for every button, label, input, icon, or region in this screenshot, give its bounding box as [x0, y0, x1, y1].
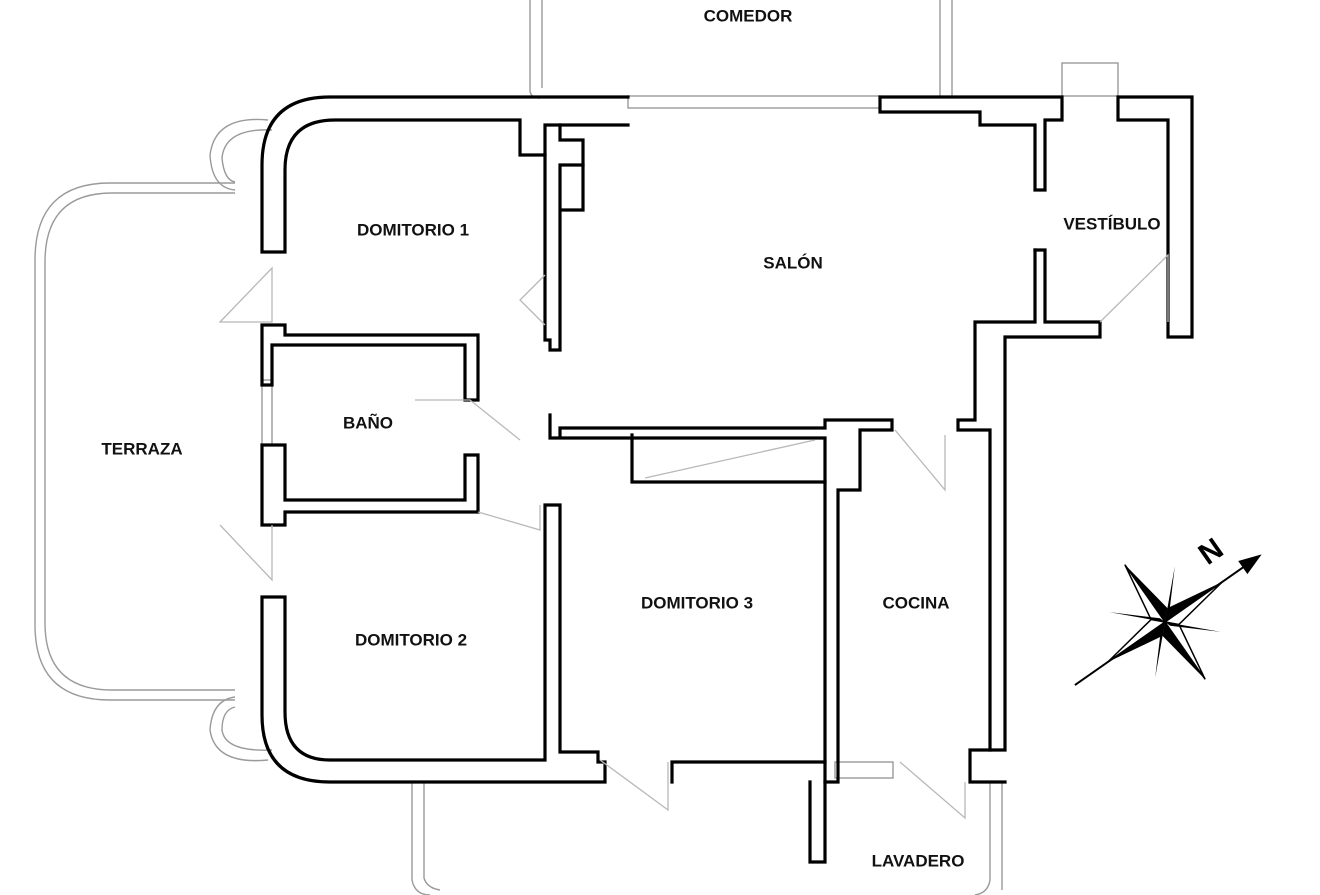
room-label-dormitorio-2: DOMITORIO 2 [355, 630, 467, 649]
room-label-dormitorio-3: DOMITORIO 3 [641, 593, 753, 612]
room-label-salon: SALÓN [763, 253, 823, 272]
room-label-lavadero: LAVADERO [872, 851, 965, 870]
compass-rose-icon [1074, 554, 1262, 686]
room-label-dormitorio-1: DOMITORIO 1 [357, 220, 469, 239]
room-label-vestibulo: VESTÍBULO [1063, 214, 1160, 233]
lavadero-outline [411, 782, 1003, 895]
terraza-outline [34, 118, 273, 762]
room-label-bano: BAÑO [343, 412, 393, 432]
room-label-terraza: TERRAZA [101, 439, 182, 458]
door-swings [218, 253, 1169, 820]
windows [261, 62, 1119, 779]
room-label-cocina: COCINA [882, 593, 949, 612]
walls [260, 95, 1194, 864]
north-label: N [1193, 532, 1230, 571]
room-label-comedor: COMEDOR [704, 6, 793, 25]
